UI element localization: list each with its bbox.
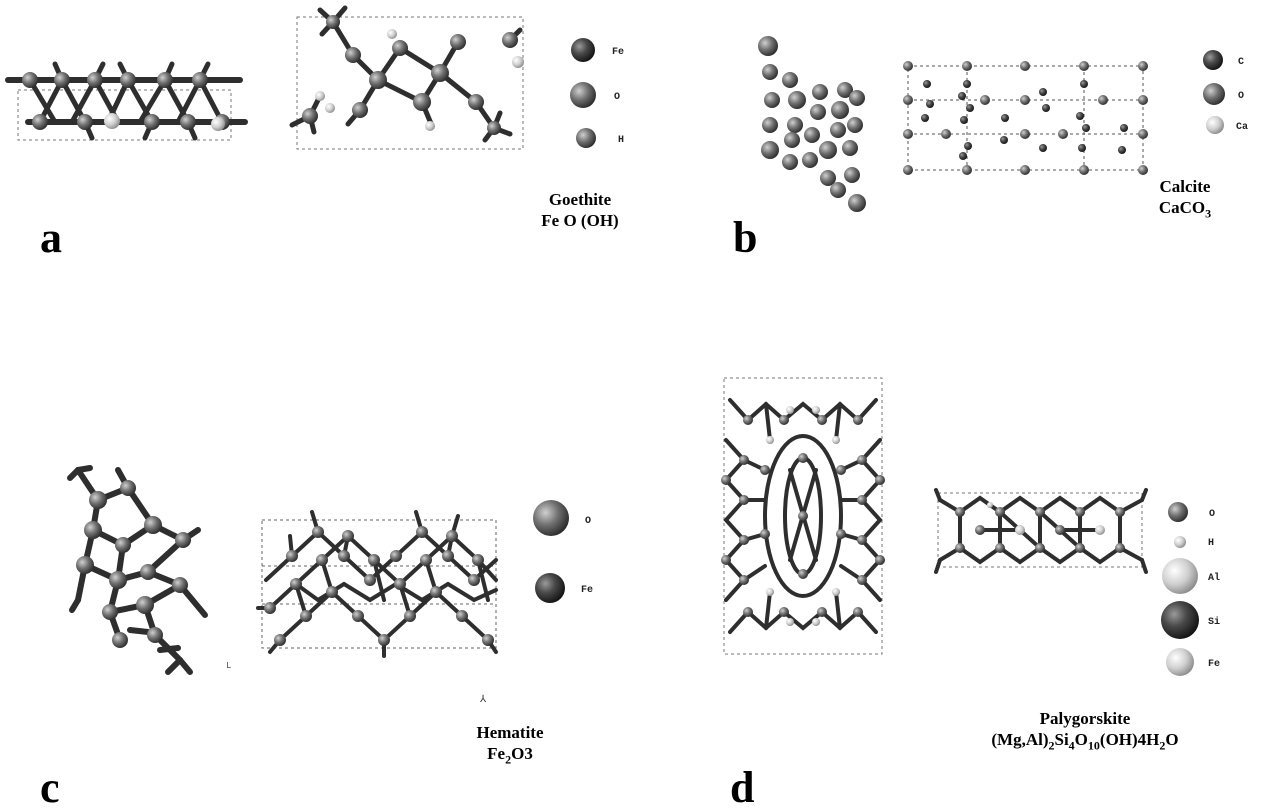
legend-fe-atom (535, 573, 565, 603)
legend-o-atom (570, 82, 596, 108)
hematite-title: Hematite Fe2O3 (460, 722, 560, 770)
mineral-name: Goethite (548, 190, 612, 209)
hematite-legend: O Fe (533, 500, 593, 603)
legend-ca-atom (1206, 116, 1224, 134)
svg-text:⅄: ⅄ (479, 694, 487, 706)
legend-c-atom (1203, 50, 1223, 70)
legend-fe-atom (571, 38, 595, 62)
legend-o-atom (533, 500, 569, 536)
legend-ca-label: Ca (1236, 122, 1248, 133)
hematite-layer-view: L (67, 465, 231, 675)
formula-part: 2 (1048, 738, 1055, 753)
legend-al-atom (1162, 558, 1198, 594)
goethite-legend: Fe O H (570, 38, 624, 148)
legend-al-label: Al (1208, 572, 1220, 584)
legend-o-atom (1168, 502, 1188, 522)
formula-part: 10 (1087, 738, 1100, 753)
mineral-formula: CaCO3 (1158, 198, 1212, 221)
palygorskite-channel-view (721, 377, 885, 655)
formula-part: (OH)4H (1099, 730, 1160, 749)
legend-fe-label: Fe (581, 585, 593, 596)
legend-o-label: O (1238, 91, 1244, 102)
formula-part: O (1165, 730, 1179, 749)
panel-label-c: c (40, 763, 60, 812)
mineral-name: Calcite (1159, 177, 1211, 196)
legend-o-atom (1203, 83, 1225, 105)
legend-si-label: Si (1208, 616, 1220, 628)
legend-h-label: H (1208, 538, 1214, 549)
legend-h-label: H (618, 135, 624, 146)
calcite-unit-cell (903, 61, 1148, 175)
panel-label-d: d (730, 763, 755, 812)
legend-h-atom (576, 128, 596, 148)
formula-part: (Mg,Al) (991, 730, 1049, 749)
mineral-name: Hematite (476, 723, 544, 742)
calcite-legend: C O Ca (1203, 50, 1248, 134)
legend-o-label: O (585, 516, 591, 527)
mineral-formula: (Mg,Al)2Si4O10(OH)4H2O (970, 729, 1200, 756)
formula-part: 2 (1159, 738, 1166, 753)
hematite-unit-cell: ⅄ (256, 510, 498, 706)
legend-fe-label: Fe (612, 47, 624, 58)
mineral-formula: Fe O (OH) (541, 211, 619, 230)
palygorskite-legend: O H Al Si Fe (1161, 502, 1220, 676)
formula-part: Si (1054, 730, 1069, 749)
formula-part: 4 (1068, 738, 1075, 753)
legend-fe-label: Fe (1208, 659, 1220, 670)
legend-o-label: O (614, 92, 620, 103)
panel-label-a: a (40, 213, 62, 262)
svg-text:L: L (226, 661, 231, 671)
panel-label-b: b (733, 213, 758, 262)
goethite-layer-view (5, 61, 248, 141)
calcite-title: Calcite CaCO3 (1140, 176, 1230, 224)
palygorskite-title: Palygorskite (Mg,Al)2Si4O10(OH)4H2O (970, 708, 1200, 756)
goethite-unit-cell (289, 5, 524, 150)
legend-h-atom (1174, 536, 1186, 548)
palygorskite-side-view (934, 488, 1148, 574)
formula-part: O (1074, 730, 1088, 749)
mineral-name: Palygorskite (1039, 709, 1131, 728)
legend-fe-atom (1166, 648, 1194, 676)
mineral-formula: Fe2O3 (487, 744, 533, 767)
legend-c-label: C (1238, 57, 1244, 68)
legend-o-label: O (1209, 509, 1215, 520)
legend-si-atom (1161, 601, 1199, 639)
calcite-projection-view (758, 36, 866, 212)
goethite-title: Goethite Fe O (OH) (525, 189, 635, 231)
